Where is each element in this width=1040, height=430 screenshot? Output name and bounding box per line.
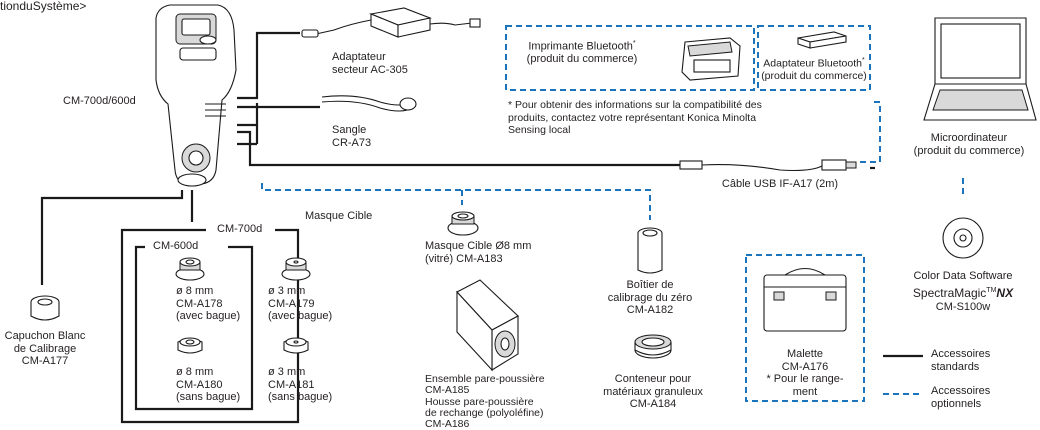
bt-printer-frame — [505, 25, 755, 91]
cm600d-group-label: CM-600d — [150, 240, 202, 253]
bt-printer-illustration — [681, 37, 741, 81]
standard-connector-lines — [40, 31, 875, 285]
spectrophotometer-illustration — [155, 4, 237, 187]
bt-adapter-frame — [757, 25, 871, 91]
dust-cover-label: Ensemble pare-poussière CM-A185 Housse p… — [425, 373, 545, 430]
target-masks-illustration — [175, 257, 311, 354]
software-label: Color Data Software SpectraMagicTMNX CM-… — [912, 270, 1014, 313]
bt-adapter-illustration — [797, 31, 847, 49]
compatibility-note: * Pour obtenir des informations sur la c… — [508, 99, 762, 136]
ac-adapter-illustration — [301, 7, 481, 38]
glass-mask-illustration — [447, 211, 479, 236]
bt-printer-label: Imprimante Bluetooth* (produit du commer… — [526, 40, 638, 66]
bt-adapter-label: Adaptateur Bluetooth* (produit du commer… — [761, 57, 867, 82]
strap-illustration — [321, 95, 417, 112]
usb-cable-illustration — [679, 159, 857, 172]
main-device-label: CM-700d/600d — [63, 95, 136, 107]
cm700d-group-label: CM-700d — [214, 223, 266, 236]
optional-connector-lines — [261, 101, 964, 220]
laptop-illustration — [923, 17, 1037, 121]
granular-container-illustration — [634, 334, 672, 359]
computer-label: Microordinateur(produit du commerce) — [913, 132, 1025, 157]
case-frame — [745, 254, 865, 402]
header-partial-title: tionduSystème> — [0, 0, 87, 13]
calibration-cap-illustration — [30, 295, 60, 321]
dust-cover-illustration — [456, 279, 519, 372]
glass-mask-label: Masque Cible Ø8 mm(vitré) CM-A183 — [425, 240, 532, 265]
carrying-case-illustration — [763, 267, 847, 332]
usb-cable-label: Câble USB IF-A17 (2m) — [721, 178, 839, 190]
target-mask-group-label: Masque Cible — [305, 210, 373, 222]
mask-group-frames — [120, 228, 300, 424]
software-cd-illustration — [942, 217, 984, 259]
zero-calibration-box-illustration — [637, 227, 663, 274]
